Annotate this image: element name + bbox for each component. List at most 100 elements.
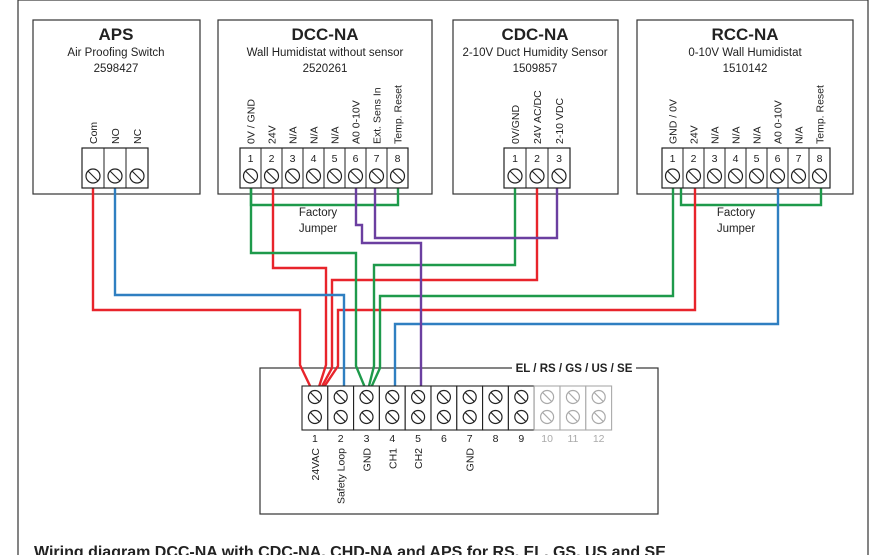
rcc-terminal-label: Temp. Reset	[815, 85, 827, 144]
cdc-terminal-number: 3	[556, 153, 562, 165]
controller-terminal-screw-bottom-slot	[567, 412, 578, 422]
wire-rcc-24v	[321, 178, 697, 391]
controller-terminal-number: 10	[541, 433, 553, 445]
controller-terminal-screw-bottom-slot	[516, 412, 527, 422]
aps-terminal-label: Com	[88, 122, 100, 144]
controller-terminal-screw-bottom-slot	[438, 412, 449, 422]
rcc-terminal-screw-slot	[667, 170, 678, 182]
dcc-terminal-label: 24V	[267, 125, 279, 144]
controller-terminal-screw-bottom-slot	[542, 412, 553, 422]
dcc-code: 2520261	[303, 63, 348, 75]
controller-terminal-label: CH1	[387, 448, 399, 469]
cdc-terminal-screw-slot	[509, 170, 521, 182]
controller-terminal-label: CH2	[413, 448, 425, 469]
aps-terminal-label: NC	[132, 128, 144, 144]
cdc-subtitle: 2-10V Duct Humidity Sensor	[462, 47, 607, 59]
aps-terminal-label: NO	[110, 128, 122, 144]
outer-frame	[17, 0, 869, 555]
rcc-subtitle: 0-10V Wall Humidistat	[688, 47, 802, 59]
controller-terminal-label: GND	[362, 448, 374, 472]
rcc-terminal-label: 24V	[689, 125, 701, 144]
rcc-terminal-label: A0 0-10V	[773, 100, 785, 144]
dcc-title: DCC-NA	[291, 25, 358, 44]
dcc-terminal-label: N/A	[330, 126, 342, 144]
controller-terminal-screw-top-slot	[567, 392, 578, 402]
controller-terminal-number: 9	[518, 433, 524, 445]
dcc-terminal-label: Temp. Reset	[393, 85, 405, 144]
rcc-terminal-screw-slot	[730, 170, 741, 182]
wire-rcc-ao	[393, 178, 780, 395]
controller-terminal-screw-top-slot	[490, 392, 501, 402]
dcc-subtitle: Wall Humidistat without sensor	[247, 47, 404, 59]
cdc-title: CDC-NA	[501, 25, 568, 44]
wires	[91, 178, 823, 395]
rcc-terminal-number: 7	[796, 153, 802, 165]
dcc-terminal-number: 3	[290, 153, 296, 165]
controller-terminal-number: 1	[312, 433, 318, 445]
controller-terminal-number: 3	[364, 433, 370, 445]
rcc-jumper-label-2: Jumper	[717, 223, 756, 235]
wire-cdc-signal	[373, 178, 559, 240]
dcc-terminal-label: A0 0-10V	[351, 100, 363, 144]
rcc-terminal-label: N/A	[710, 126, 722, 144]
dcc-terminal-label: N/A	[309, 126, 321, 144]
diagram-caption: Wiring diagram DCC-NA with CDC-NA, CHD-N…	[34, 544, 666, 555]
controller-terminal-number: 8	[493, 433, 499, 445]
rcc-terminal-screw-slot	[688, 170, 699, 182]
rcc-terminal-screw-slot	[709, 170, 720, 182]
rcc-title: RCC-NA	[711, 25, 778, 44]
dcc-terminal-number: 6	[353, 153, 359, 165]
dcc-terminal-screw-slot	[371, 170, 382, 182]
dcc-terminal-screw-slot	[329, 170, 340, 182]
dcc-terminal-label: N/A	[288, 126, 300, 144]
controller-terminal-screw-bottom-slot	[309, 412, 320, 422]
rcc-terminal-number: 6	[775, 153, 781, 165]
controller-terminal-screw-bottom-slot	[387, 412, 398, 422]
controller-terminal-number: 7	[467, 433, 473, 445]
dcc-terminal-number: 7	[374, 153, 380, 165]
dcc-terminal-screw-slot	[245, 170, 256, 182]
controller-terminal-screw-bottom-slot	[593, 412, 604, 422]
dcc-terminal-number: 8	[395, 153, 401, 165]
controller-terminal-screw-bottom-slot	[335, 412, 346, 422]
rcc-terminal-screw-slot	[772, 170, 783, 182]
dcc-terminal-screw-slot	[266, 170, 277, 182]
dcc-terminal-label: Ext. Sens In	[372, 87, 384, 144]
wire-dcc-24v	[271, 178, 328, 391]
controller-terminal-screw-top-slot	[593, 392, 604, 402]
controller-terminal-screw-top-slot	[335, 392, 346, 402]
cdc-code: 1509857	[513, 63, 558, 75]
controller-terminal-screw-top-slot	[438, 392, 449, 402]
cdc-terminal-label: 2-10 VDC	[554, 97, 566, 144]
rcc-terminal-number: 1	[670, 153, 676, 165]
dcc-terminal-number: 4	[311, 153, 317, 165]
rcc-terminal-number: 8	[817, 153, 823, 165]
wire-cdc-24v	[318, 178, 539, 391]
dcc-terminal-screw-slot	[350, 170, 361, 182]
controller-terminal-screw-top-slot	[361, 392, 372, 402]
controller-terminal-number: 6	[441, 433, 447, 445]
dcc-terminal-screw-slot	[308, 170, 319, 182]
wire-dcc-ao	[354, 178, 423, 395]
controller-terminal-screw-bottom-slot	[490, 412, 501, 422]
cdc-terminal-number: 1	[512, 153, 518, 165]
dcc-terminal-number: 1	[248, 153, 254, 165]
controller-terminal-number: 4	[389, 433, 395, 445]
controller-terminal-label: GND	[465, 448, 477, 472]
controller-terminal-number: 12	[593, 433, 605, 445]
rcc-terminal-screw-slot	[793, 170, 804, 182]
rcc-terminal-number: 5	[754, 153, 760, 165]
aps-terminal-screw-slot	[87, 170, 99, 182]
aps-subtitle: Air Proofing Switch	[67, 47, 164, 59]
rcc-terminal-number: 4	[733, 153, 739, 165]
rcc-terminal-label: GND / 0V	[668, 99, 680, 144]
rcc-code: 1510142	[723, 63, 768, 75]
cdc-terminal-label: 24V AC/DC	[532, 90, 544, 144]
controller-terminal-screw-top-slot	[387, 392, 398, 402]
dcc-terminal-number: 5	[332, 153, 338, 165]
rcc-terminal-label: N/A	[731, 126, 743, 144]
wire-rcc-gnd	[368, 178, 675, 391]
dcc-terminal-screw-slot	[392, 170, 403, 182]
